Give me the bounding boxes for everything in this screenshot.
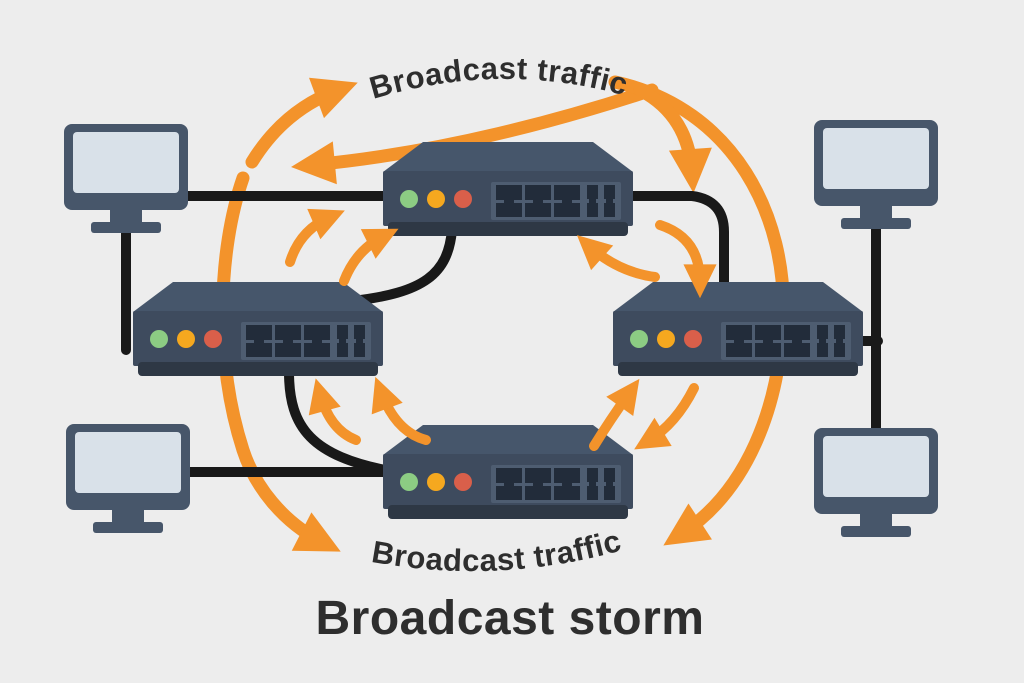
- switch-top: [383, 142, 633, 236]
- arrow-right-to-bottom: [634, 383, 699, 450]
- arrow-bottom-to-left-1: [308, 378, 361, 445]
- computer-bottom-right: [814, 428, 938, 537]
- network-cables: [121, 191, 883, 477]
- cable-left-switch-to-bottom-switch: [284, 367, 395, 476]
- computer-top-left: [64, 124, 188, 233]
- arrow-right-to-top: [576, 235, 660, 282]
- broadcast-arc-topright-inner: [633, 83, 712, 194]
- computer-top-right: [814, 120, 938, 229]
- top-broadcast-traffic-text: Broadcast traffic: [366, 51, 631, 106]
- broadcast-arc-topleft-up: [245, 77, 358, 169]
- cable-top-switch-to-left-switch: [347, 225, 457, 306]
- arrow-left-to-top-1: [285, 208, 345, 267]
- arrow-bottom-to-right: [589, 378, 640, 451]
- computer-bottom-left: [66, 424, 190, 533]
- bottom-broadcast-traffic-label: Broadcast traffic: [369, 523, 624, 578]
- arrow-left-to-top-2: [339, 228, 399, 286]
- bottom-broadcast-traffic-text: Broadcast traffic: [369, 523, 624, 578]
- cable-top-switch-to-right-switch: [621, 191, 729, 303]
- switch-right: [613, 282, 863, 376]
- arrow-bottom-to-left-2: [371, 376, 431, 445]
- broadcast-arc-left-down: [216, 171, 341, 552]
- arrow-top-to-right: [655, 220, 717, 299]
- broadcast-inner-arrows: [285, 208, 717, 451]
- diagram-title: Broadcast storm: [316, 592, 705, 645]
- switch-left: [133, 282, 383, 376]
- top-broadcast-traffic-label: Broadcast traffic: [366, 51, 632, 106]
- broadcast-arc-top-leftward: [291, 83, 659, 185]
